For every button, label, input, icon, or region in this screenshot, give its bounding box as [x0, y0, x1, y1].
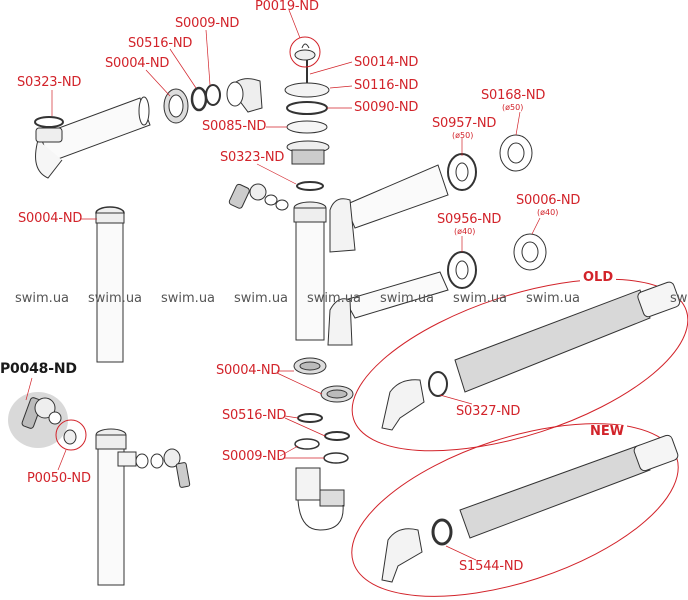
part-label-s0956: S0956-ND [437, 212, 502, 227]
part-label-s0323-top: S0323-ND [17, 75, 82, 90]
gasket-s0516-top [190, 86, 208, 112]
nut-s0004-lower-2 [320, 385, 354, 403]
part-label-s0516-lower: S0516-ND [222, 408, 287, 423]
part-label-s0004-top: S0004-ND [105, 56, 170, 71]
u-bend [295, 467, 345, 531]
watermark-4: swim.ua [234, 291, 289, 306]
rosette-s0956 [447, 251, 477, 289]
plug-assembly [289, 36, 321, 92]
vertical-tube-left [95, 206, 125, 363]
watermark-8: swim.ua [526, 291, 581, 306]
part-label-s1544: S1544-ND [459, 559, 524, 574]
size-label-s0957: (ø50) [452, 131, 474, 140]
hose-connector-upper [228, 183, 289, 211]
size-label-s0006: (ø40) [537, 208, 559, 217]
gasket-s0516-lower-1 [297, 413, 323, 423]
nut-s0004-lower-1 [293, 357, 327, 375]
part-label-s0014: S0014-ND [354, 55, 419, 70]
elbow-pipe-40 [327, 271, 449, 346]
part-label-p0048: P0048-ND [0, 361, 77, 377]
new-group-tag: NEW [587, 425, 628, 439]
watermark-6: swim.ua [380, 291, 435, 306]
old-group-tag: OLD [580, 271, 617, 285]
rosette-s0006 [513, 233, 547, 271]
gasket-s0516-lower-2 [324, 431, 350, 441]
elbow-top [226, 78, 263, 113]
part-label-s0009-top: S0009-ND [175, 16, 240, 31]
part-label-s0004-left: S0004-ND [18, 211, 83, 226]
part-label-s0957: S0957-ND [432, 116, 497, 131]
elbow-pipe-50 [329, 164, 449, 253]
leader-lines [25, 9, 541, 561]
part-label-s0116: S0116-ND [354, 78, 419, 93]
gasket-s0323-center [296, 181, 324, 191]
old-group-outline [351, 278, 688, 452]
part-label-s0323-center: S0323-ND [220, 150, 285, 165]
gasket-s0009-lower-1 [294, 438, 320, 450]
size-label-s0168: (ø50) [502, 103, 524, 112]
part-label-s0006: S0006-ND [516, 193, 581, 208]
part-label-s0004-lower: S0004-ND [216, 363, 281, 378]
part-label-s0085: S0085-ND [202, 119, 267, 134]
part-label-p0019: P0019-ND [255, 0, 319, 14]
hose-connector-p0048 [21, 397, 62, 429]
gasket-s0009-lower-2 [323, 452, 349, 464]
nut-s0004-top [163, 88, 189, 124]
grate-s0116 [284, 82, 330, 98]
horizontal-tube-top-left [34, 96, 151, 179]
outlet-flange [286, 140, 330, 165]
watermark-7: swim.ua [453, 291, 508, 306]
watermark-1: swim.ua [15, 291, 70, 306]
gasket-s0085 [286, 120, 328, 134]
rosette-s0168 [499, 134, 533, 172]
cap-p0050 [55, 419, 87, 451]
part-label-s0327: S0327-ND [456, 404, 521, 419]
part-label-s0090: S0090-ND [354, 100, 419, 115]
rosette-s0957 [447, 153, 477, 191]
watermark-2: swim.ua [88, 291, 143, 306]
part-label-s0168: S0168-ND [481, 88, 546, 103]
part-label-p0050: P0050-ND [27, 471, 91, 486]
part-label-s0009-lower: S0009-ND [222, 449, 287, 464]
watermark-9: sw [670, 291, 688, 306]
corrugated-hose-old [381, 281, 681, 431]
watermark-5: swim.ua [307, 291, 362, 306]
vertical-tube-center [293, 201, 327, 341]
gasket-s0090 [286, 101, 328, 115]
gasket-s0009-top [205, 84, 221, 106]
vertical-tube-branch [95, 428, 191, 586]
size-label-s0956: (ø40) [454, 227, 476, 236]
watermark-3: swim.ua [161, 291, 216, 306]
part-label-s0516-top: S0516-ND [128, 36, 193, 51]
corrugated-hose-new [381, 434, 679, 583]
